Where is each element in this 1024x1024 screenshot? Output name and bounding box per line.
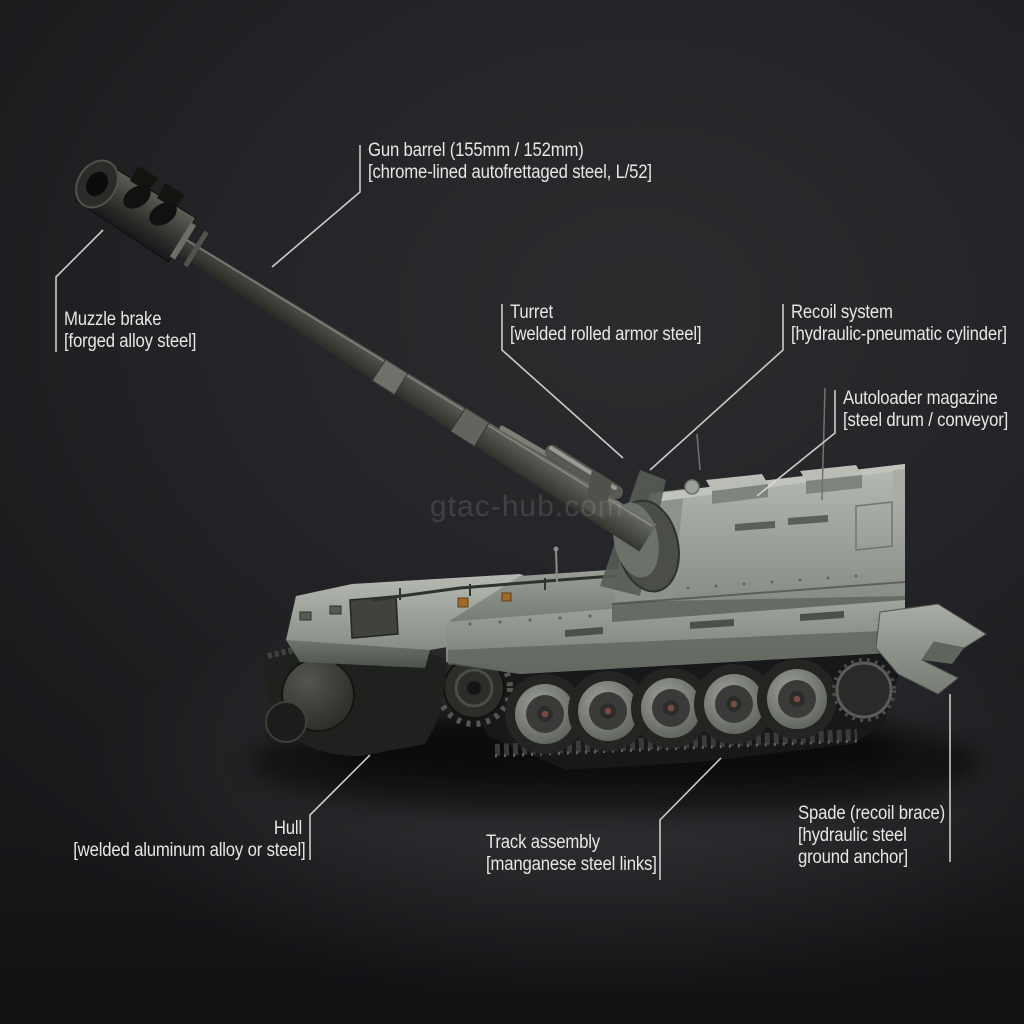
antenna-graphic	[696, 387, 826, 501]
label-recoil-system: Recoil system [hydraulic-pneumatic cylin…	[791, 302, 1007, 346]
leader-line-hull	[309, 754, 371, 860]
watermark: gtac-hub.com	[430, 490, 624, 523]
leader-line-autoloader	[756, 390, 836, 497]
label-title: Gun barrel (155mm / 152mm)	[368, 140, 584, 161]
leader-line-muzzle-brake	[55, 229, 104, 352]
label-title: Autoloader magazine	[843, 388, 998, 409]
label-gun-barrel: Gun barrel (155mm / 152mm) [chrome-lined…	[368, 140, 652, 184]
label-autoloader: Autoloader magazine [steel drum / convey…	[843, 388, 1008, 432]
leader-line-gun-barrel	[271, 145, 361, 268]
leader-line-recoil-system	[649, 304, 784, 471]
spade-graphic	[872, 603, 987, 695]
leader-line-turret	[501, 304, 624, 459]
label-material: [hydraulic steel ground anchor]	[798, 825, 909, 868]
label-material: [steel drum / conveyor]	[843, 410, 1009, 431]
label-spade: Spade (recoil brace) [hydraulic steel gr…	[798, 803, 946, 869]
label-material: [hydraulic-pneumatic cylinder]	[791, 324, 1007, 345]
label-hull: Hull [welded aluminum alloy or steel]	[73, 818, 306, 862]
hull-front-lower-graphic	[264, 638, 448, 756]
label-muzzle-brake: Muzzle brake [forged alloy steel]	[64, 309, 196, 353]
label-title: Hull	[273, 818, 302, 839]
label-track-assembly: Track assembly [manganese steel links]	[486, 832, 657, 876]
road-wheels	[505, 659, 837, 754]
label-material: [forged alloy steel]	[64, 331, 197, 352]
label-material: [chrome-lined autofrettaged steel, L/52]	[368, 162, 652, 183]
muzzle-brake-graphic	[74, 158, 209, 268]
label-title: Spade (recoil brace)	[798, 803, 946, 824]
label-material: [manganese steel links]	[486, 854, 657, 875]
label-material: [welded aluminum alloy or steel]	[73, 840, 306, 861]
label-title: Recoil system	[791, 302, 893, 323]
recoil-system-graphic	[499, 425, 623, 520]
label-title: Muzzle brake	[64, 309, 162, 330]
label-material: [welded rolled armor steel]	[510, 324, 702, 345]
label-title: Track assembly	[486, 832, 600, 853]
label-turret: Turret [welded rolled armor steel]	[510, 302, 702, 346]
label-title: Turret	[510, 302, 553, 323]
leader-line-track-assembly	[659, 757, 722, 880]
